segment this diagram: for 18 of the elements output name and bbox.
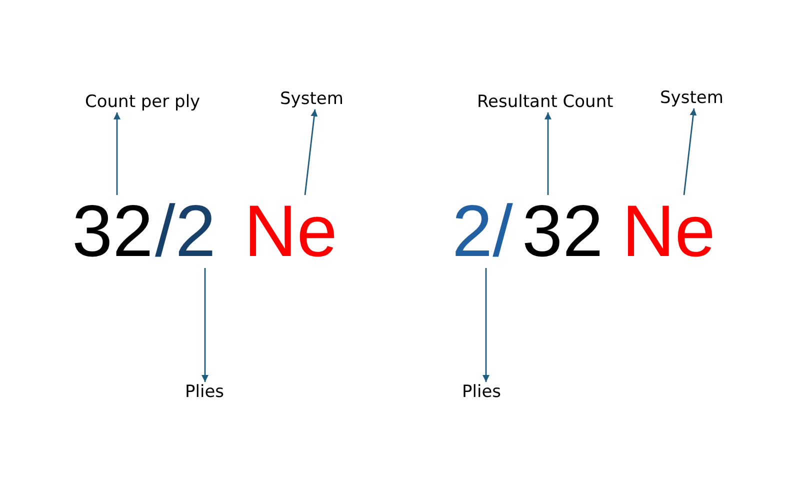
arrow xyxy=(304,109,318,196)
arrow xyxy=(544,112,552,195)
annotation-label: Plies xyxy=(462,382,502,402)
system-code: Ne xyxy=(622,195,716,268)
system-code: Ne xyxy=(244,195,338,268)
annotation-label: Plies xyxy=(185,382,224,402)
count-number: 32 xyxy=(72,195,154,268)
arrow xyxy=(114,112,120,195)
arrow xyxy=(202,268,208,382)
annotation-label: Resultant Count xyxy=(477,92,614,112)
annotation-label: Count per ply xyxy=(85,92,200,112)
plies-number: 2/ xyxy=(452,195,513,268)
annotation-label: System xyxy=(280,89,344,110)
annotation-label: System xyxy=(660,88,724,108)
arrow xyxy=(683,108,697,196)
arrow xyxy=(482,268,490,382)
plies-number: /2 xyxy=(155,195,216,268)
count-number: 32 xyxy=(522,195,604,268)
